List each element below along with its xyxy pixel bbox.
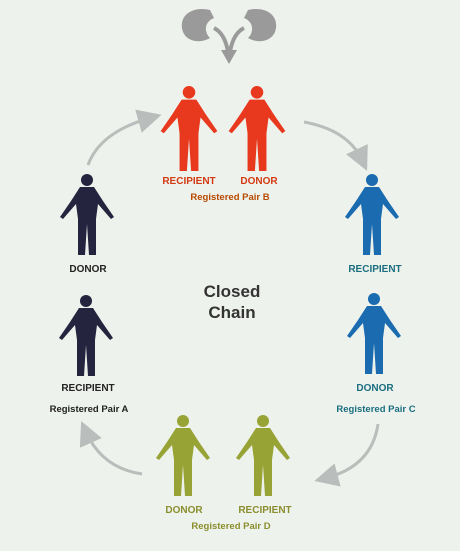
pair-b-label: Registered Pair B — [190, 192, 270, 203]
chain-arrows — [79, 109, 380, 487]
closed-chain-title-line2: Chain — [208, 303, 256, 322]
closed-chain-title: Closed Chain — [204, 281, 261, 323]
human-figure-icon — [236, 415, 290, 496]
left-donor-label: DONOR — [69, 264, 107, 275]
arrow-a-to-b — [86, 109, 162, 166]
pair-d-recipient-label: RECIPIENT — [238, 505, 292, 516]
pair-c-recipient-label: RECIPIENT — [348, 264, 402, 275]
human-figure-icon — [160, 86, 218, 172]
human-figure-icon — [228, 86, 286, 172]
arrow-b-to-c — [303, 120, 368, 171]
pair-a-recipient-label: RECIPIENT — [61, 383, 115, 394]
pair-c-label: Registered Pair C — [336, 404, 416, 415]
pair-a-label: Registered Pair A — [49, 404, 129, 415]
human-figure-icon — [60, 174, 114, 255]
closed-chain-title-line1: Closed — [203, 282, 261, 301]
human-figure-icon — [156, 415, 210, 496]
arrow-d-to-a — [79, 421, 143, 476]
arrow-c-to-d — [314, 423, 380, 487]
human-figure-icon — [347, 293, 401, 374]
pair-d-label: Registered Pair D — [191, 521, 271, 532]
kidney-icon — [181, 8, 277, 64]
pair-d-donor-label: DONOR — [165, 505, 203, 516]
human-figure-icon — [59, 295, 113, 376]
pair-b-recipient-label: RECIPIENT — [162, 176, 216, 187]
pair-c-donor-label: DONOR — [356, 383, 394, 394]
pair-b-donor-label: DONOR — [240, 176, 278, 187]
human-figure-icon — [345, 174, 399, 255]
